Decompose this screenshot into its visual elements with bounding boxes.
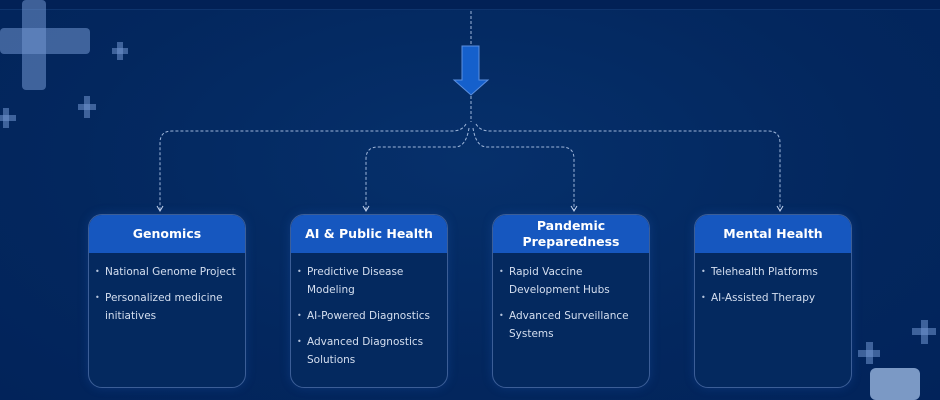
list-item: Rapid Vaccine Development Hubs [499, 263, 641, 299]
card-ai-public-health: AI & Public Health Predictive Disease Mo… [290, 214, 448, 388]
list-item: Personalized medicine initiatives [95, 289, 237, 325]
list-item: AI-Powered Diagnostics [297, 307, 439, 325]
top-bar [0, 0, 940, 10]
list-item: Telehealth Platforms [701, 263, 843, 281]
down-arrow-icon [452, 45, 490, 96]
card-title: Pandemic Preparedness [493, 215, 649, 253]
card-title: Genomics [89, 215, 245, 253]
list-item: National Genome Project [95, 263, 237, 281]
list-item: Predictive Disease Modeling [297, 263, 439, 299]
list-item: Advanced Diagnostics Solutions [297, 333, 439, 369]
card-pandemic-preparedness: Pandemic Preparedness Rapid Vaccine Deve… [492, 214, 650, 388]
list-item: AI-Assisted Therapy [701, 289, 843, 307]
card-genomics: Genomics National Genome ProjectPersonal… [88, 214, 246, 388]
card-mental-health: Mental Health Telehealth PlatformsAI-Ass… [694, 214, 852, 388]
card-title: Mental Health [695, 215, 851, 253]
card-title: AI & Public Health [291, 215, 447, 253]
list-item: Advanced Surveillance Systems [499, 307, 641, 343]
